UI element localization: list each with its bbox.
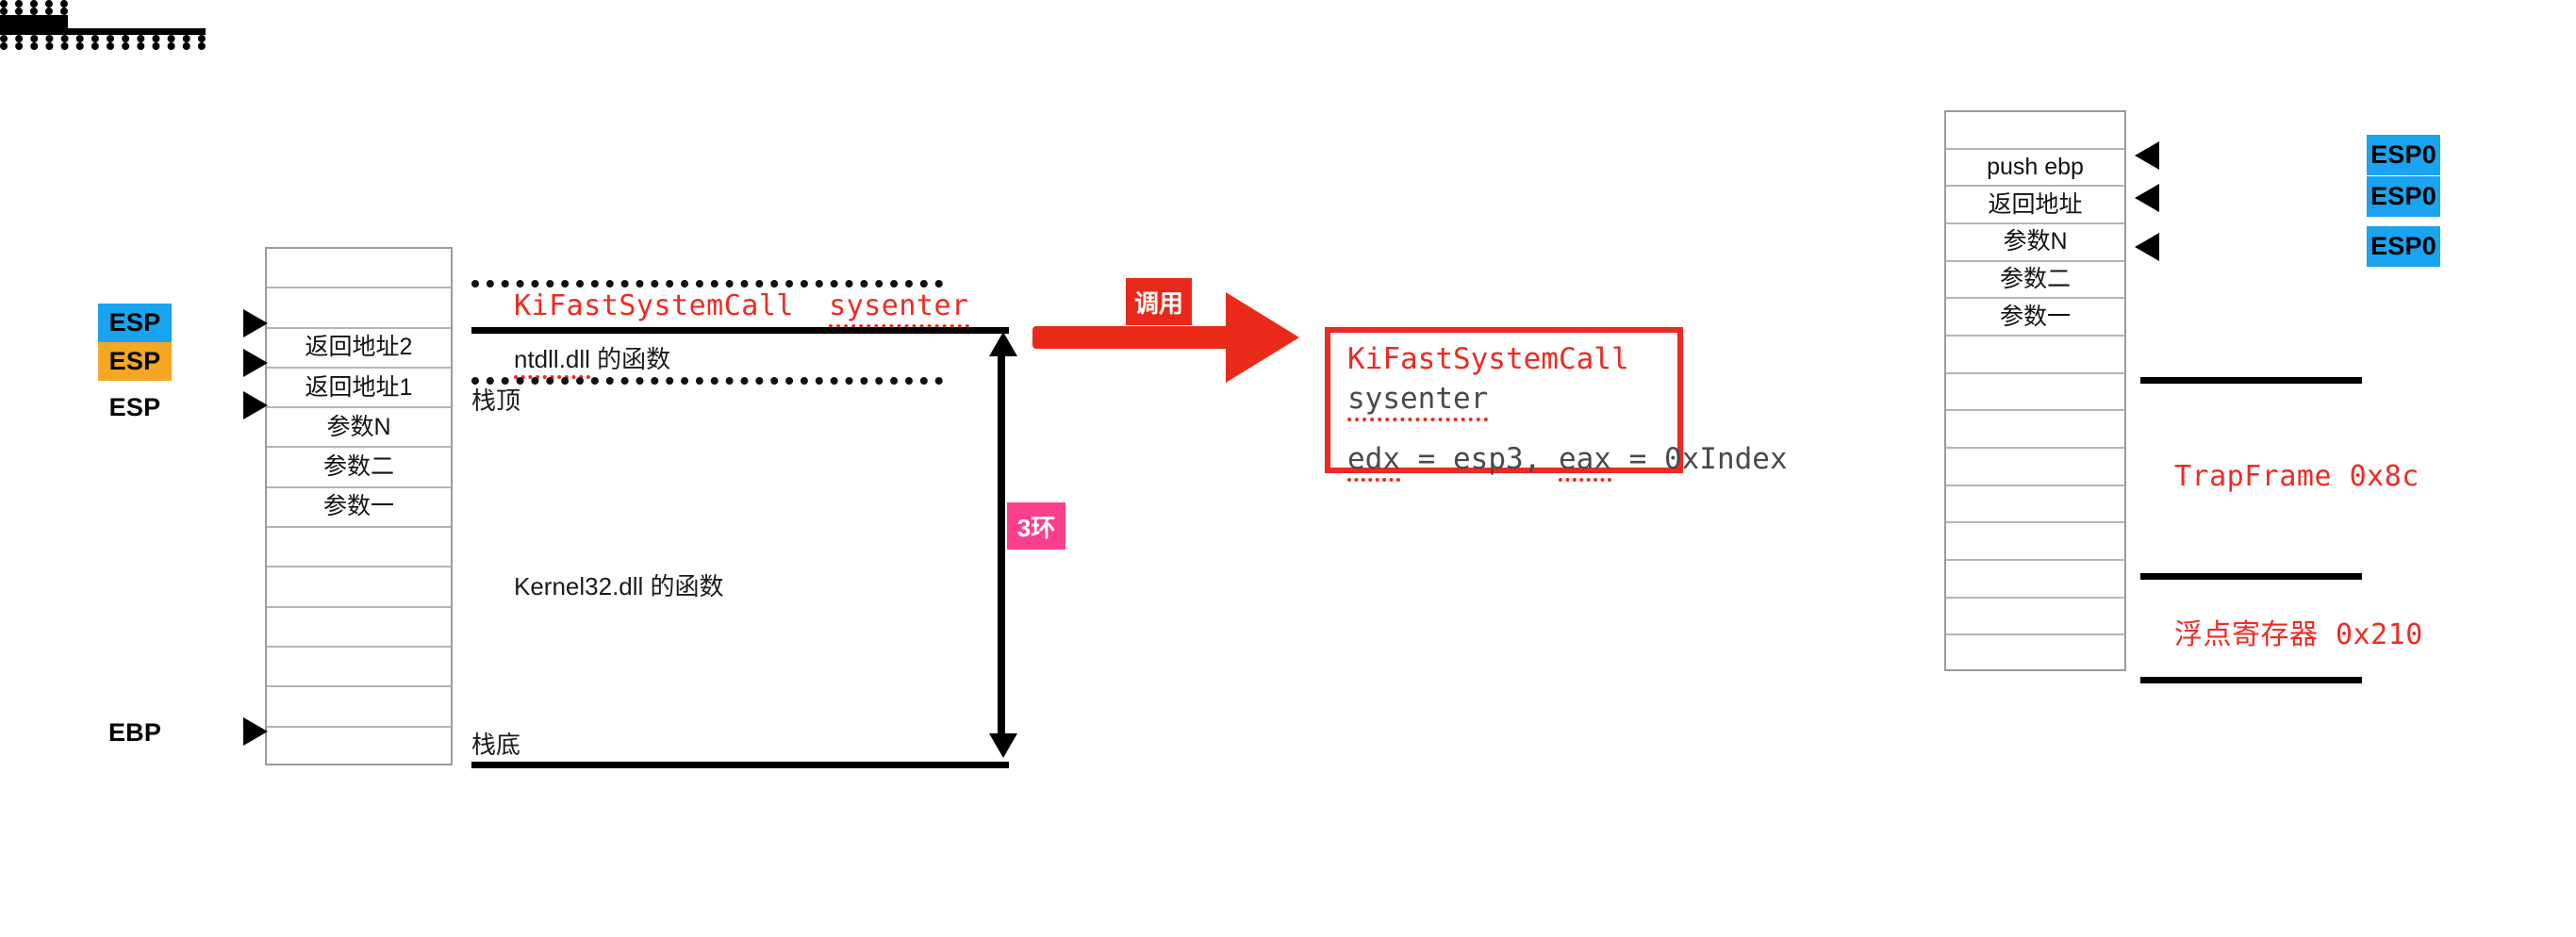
stack-row [267,687,451,728]
stack-row [1946,523,2124,561]
stack-bottom-label: 栈底 [471,731,521,759]
stack-row [267,288,451,329]
esp0-2-arrow-head [2135,184,2159,212]
trapframe-bottom-separator [2140,573,2362,580]
register-chip-ebp: EBP [98,715,172,750]
esp0-1-arrow-line [0,28,206,35]
register-chip-esp0-2: ESP0 [2367,176,2440,217]
stack-row [267,567,451,608]
ebp-arrow-line [0,22,68,28]
stack-row [1946,561,2124,599]
stack-row [1946,374,2124,412]
stack-row [1946,449,2124,486]
call-arrow-shaft [1032,326,1235,349]
stack-row: 返回地址2 [267,329,451,369]
register-chip-esp0-3: ESP0 [2367,226,2440,267]
esp-blue-arrow-head [243,309,268,337]
stack-row [1946,635,2124,673]
stack-row: 参数N [267,408,451,449]
ntdll-caption-suffix: 的函数 [589,345,671,373]
ntdll-code-text: KiFastSystemCall sysenter [514,289,969,328]
trapframe-label: TrapFrame 0x8c [2174,460,2419,493]
call-label: 调用 [1133,288,1183,318]
stack-row: 参数二 [1946,262,2124,300]
stack-row: 返回地址 [1946,187,2124,224]
stack-row [1946,337,2124,374]
sysenter-label: sysenter [829,289,969,328]
register-label: ESP [108,308,161,337]
stack-row: 参数一 [1946,299,2124,337]
stack-row [267,249,451,289]
esp-plain-arrow-head [243,391,268,419]
call-arrow-head [1226,292,1299,383]
stack-row [1946,486,2124,524]
fpu-label: 浮点寄存器 0x210 [2174,618,2423,651]
register-label: ESP [108,347,161,375]
esp-plain-arrow-line [0,15,68,22]
stack-row [267,648,451,688]
ntdll-bottom-separator [471,377,943,385]
register-chip-esp-orange: ESP [98,342,172,381]
stack-row [267,528,451,568]
register-chip-esp-blue: ESP [98,304,172,342]
fpu-bottom-separator [2140,677,2362,683]
esp-blue-arrow-line [0,0,68,8]
ntdll-mid-separator [471,327,1009,334]
stack-top-label: 栈顶 [471,386,521,415]
register-chip-esp-plain: ESP [98,389,172,425]
register-label: EBP [107,717,162,747]
esp0-3-arrow-head [2135,233,2159,261]
ntdll-caption: ntdll.dll 的函数 [514,340,671,379]
ntdll-module-label: ntdll.dll [514,345,590,379]
codebox-title: KiFastSystemCall [1347,342,1629,376]
ebp-arrow-head [243,717,268,746]
ring-level-label: 3环 [1016,513,1056,542]
stack-row: 参数一 [267,488,451,529]
ring-level-badge: 3环 [1007,502,1065,550]
register-label: ESP0 [2370,140,2436,169]
esp0-3-arrow-line [0,42,206,50]
stack-row: 返回地址1 [267,369,451,409]
stack-row: 参数N [1946,224,2124,262]
stack-row [1946,599,2124,636]
register-label: ESP [108,392,161,421]
kifastsystemcall-code-box: KiFastSystemCall sysenter edx = esp3, ea… [1325,327,1788,482]
eax-label: eax [1558,442,1611,482]
codebox-eq2: = 0xIndex [1610,442,1788,476]
esp-orange-arrow-head [243,349,268,377]
kifastsystemcall-label: KiFastSystemCall [514,289,794,322]
stack-row [267,608,451,648]
kernel32-caption: Kernel32.dll 的函数 [514,572,724,600]
esp0-1-arrow-head [2135,141,2159,170]
stack-row [1946,112,2124,150]
codebox-instruction: sysenter [1347,382,1489,421]
ring-arrow-shaft [998,351,1005,745]
register-label: ESP0 [2370,232,2436,260]
ntdll-top-separator [471,280,943,288]
stack-row [1946,411,2124,449]
stack-row: push ebp [1946,150,2124,188]
trapframe-top-separator [2140,377,2362,384]
codebox-sysenter-label: sysenter [1347,382,1489,421]
stack-row [267,728,451,767]
esp0-2-arrow-line [0,35,206,42]
edx-label: edx [1347,442,1400,482]
codebox-eq1: = esp3, [1400,442,1559,476]
stack-row: 参数二 [267,448,451,488]
call-badge: 调用 [1126,278,1192,325]
stack-bottom-separator [471,762,1009,768]
ring-arrow-head-down [989,733,1017,758]
codebox-registers: edx = esp3, eax = 0xIndex [1347,442,1788,482]
register-chip-esp0-1: ESP0 [2367,135,2440,175]
register-label: ESP0 [2370,182,2436,210]
esp-orange-arrow-line [0,8,68,15]
